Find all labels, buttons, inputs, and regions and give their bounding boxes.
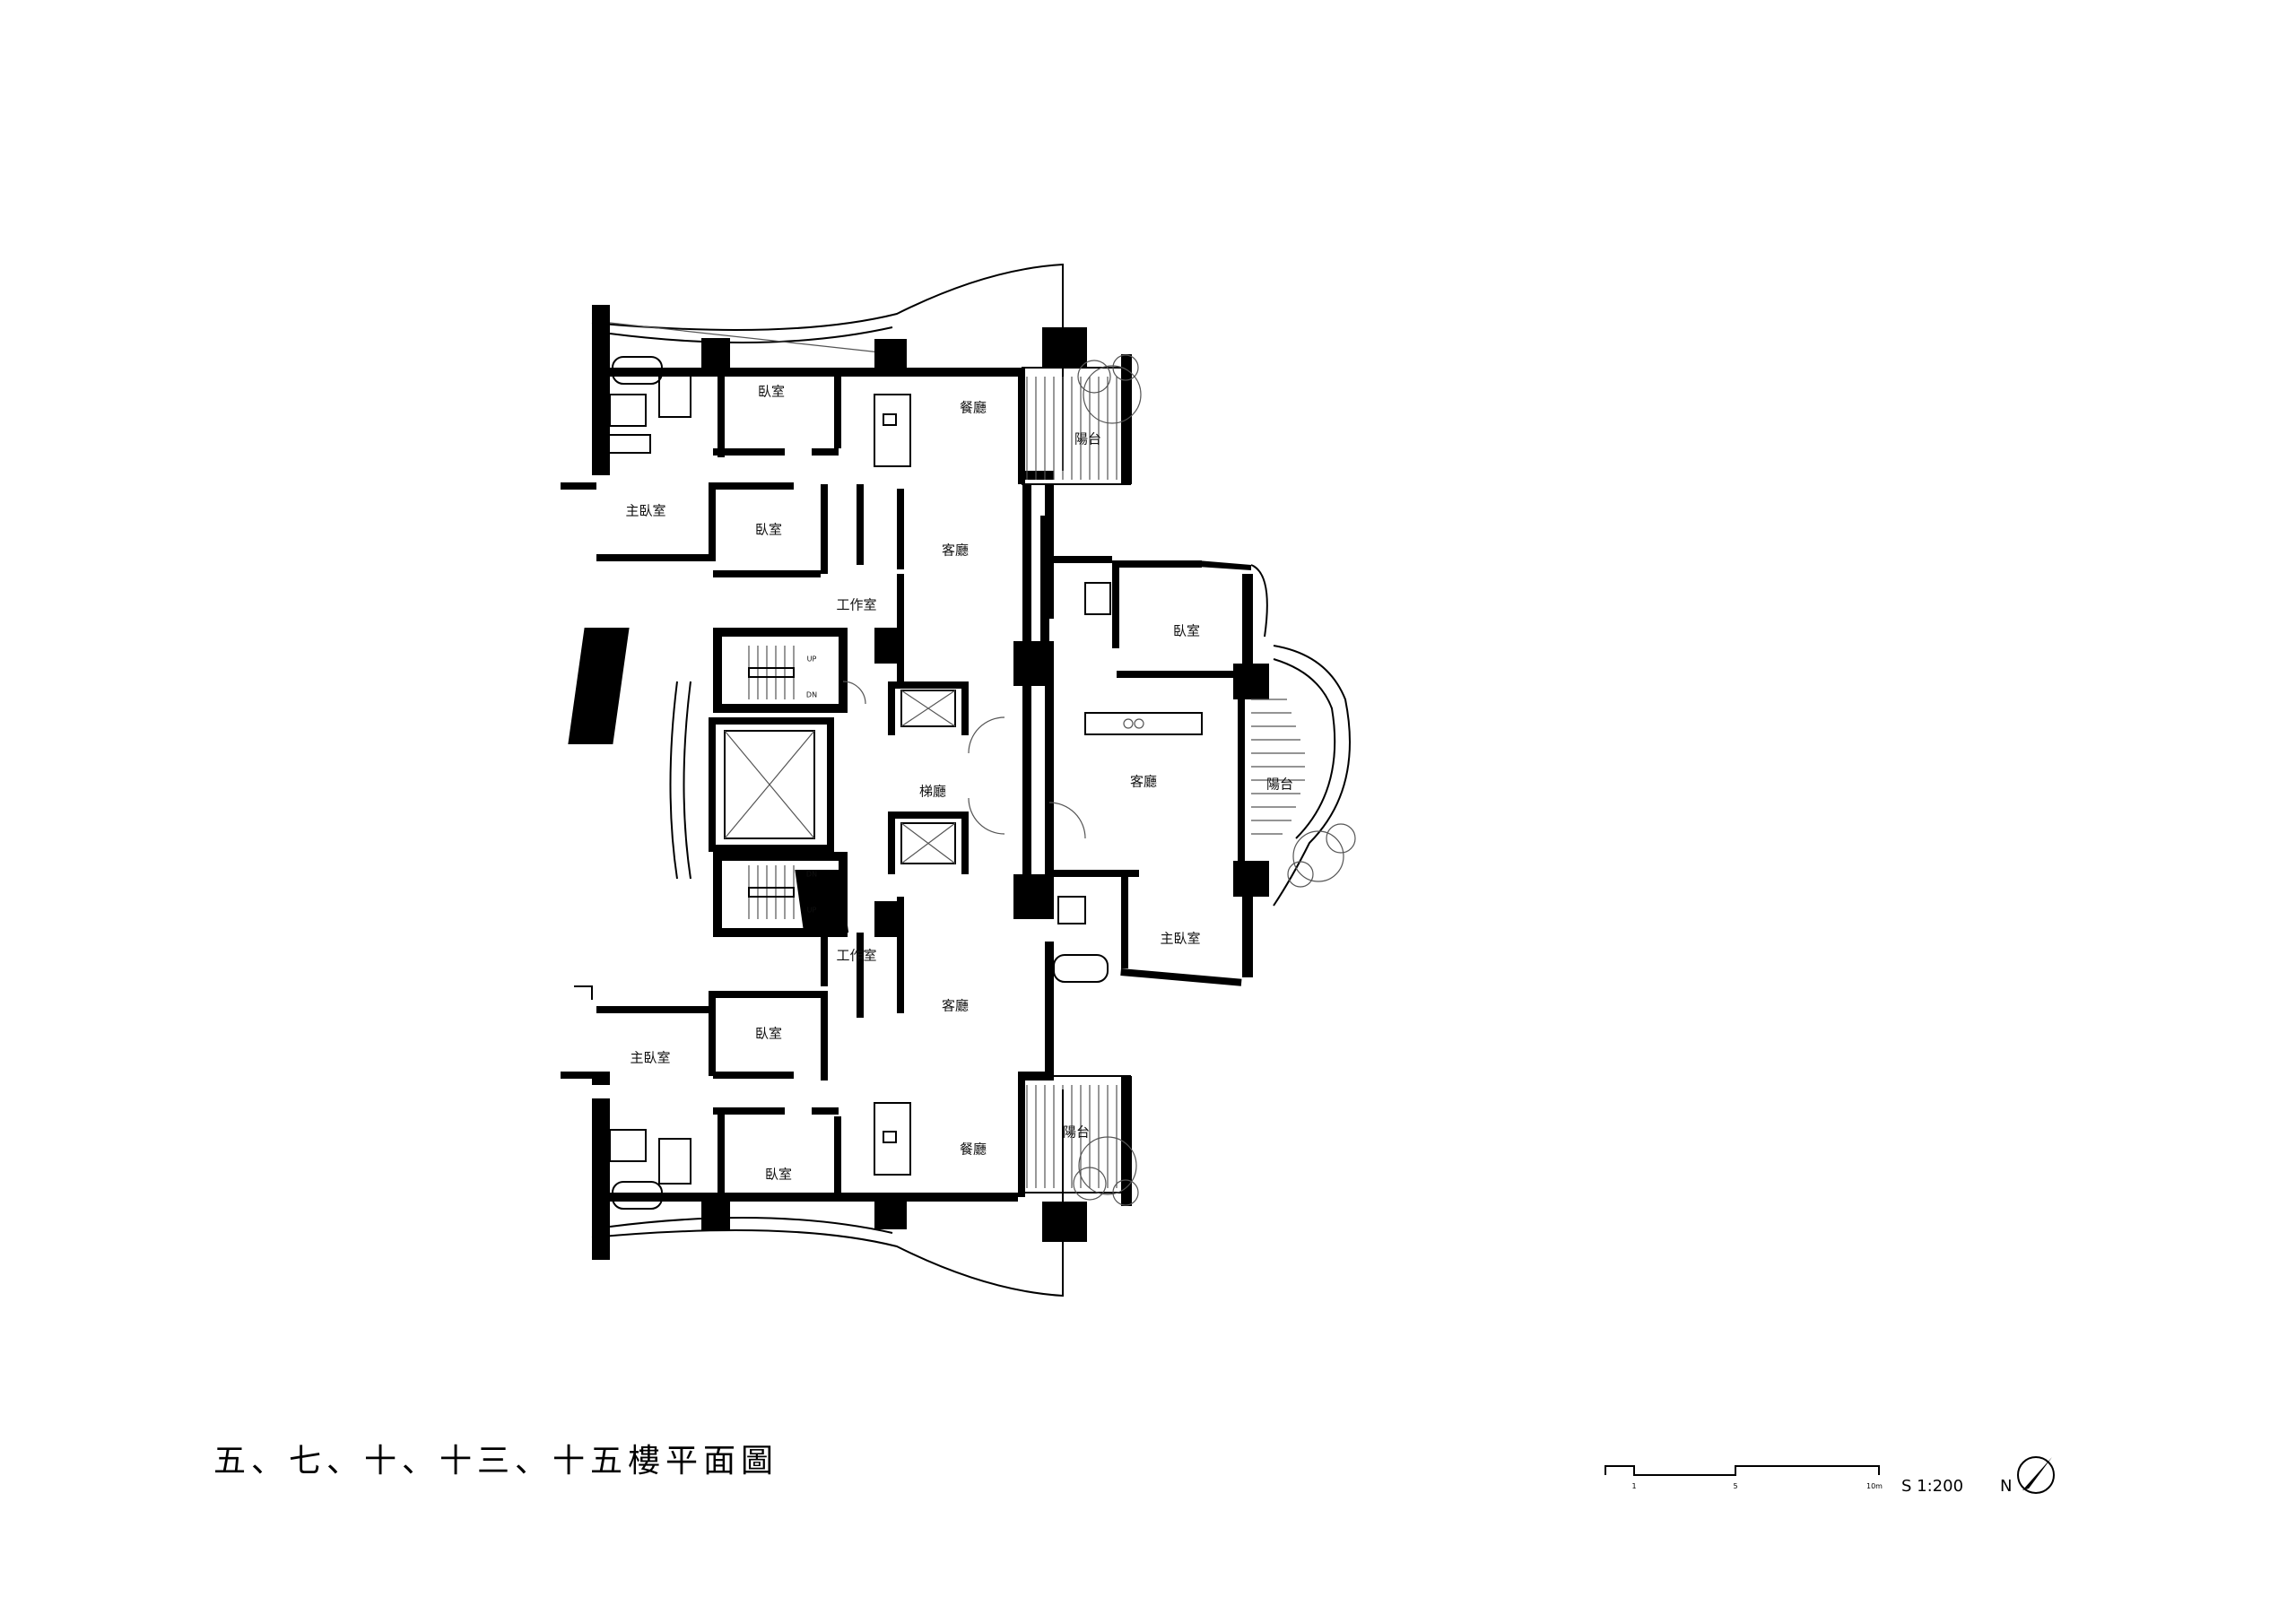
room-label-study-bottom: 工作室: [836, 948, 876, 964]
room-label-living-top: 客廳: [942, 542, 969, 559]
stair-down-top: DN: [806, 691, 817, 699]
room-label-balcony-right: 陽台: [1266, 777, 1293, 793]
scale-ratio: S 1:200: [1901, 1477, 1963, 1496]
drawing-title: 五、七、十、十三、十五樓平面圖: [213, 1443, 779, 1480]
center-walls: [874, 484, 1054, 1013]
stair-down-bottom: DN: [806, 871, 817, 879]
scale-mark-1: 1: [1631, 1482, 1636, 1490]
room-label-living-right: 客廳: [1130, 774, 1157, 790]
unit-right: [1040, 516, 1356, 986]
room-label-master-bottom: 主臥室: [630, 1050, 670, 1066]
scale-bar: 1 5 10m S 1:200: [1605, 1465, 1963, 1496]
north-label: N: [2000, 1477, 2012, 1496]
core: [568, 628, 1005, 937]
room-label-bedroom-top-2: 臥室: [755, 522, 782, 538]
room-label-master-right: 主臥室: [1160, 931, 1200, 947]
room-label-lobby: 梯廳: [919, 784, 946, 800]
room-label-bedroom-right: 臥室: [1173, 623, 1200, 639]
room-label-bedroom-top: 臥室: [758, 384, 785, 400]
stair-up-top: UP: [807, 655, 817, 664]
stair-up-bottom: UP: [807, 907, 817, 915]
scale-mark-5: 5: [1733, 1482, 1737, 1490]
room-label-living-bottom: 客廳: [942, 998, 969, 1014]
room-label-balcony-top: 陽台: [1074, 431, 1101, 447]
room-label-balcony-bottom: 陽台: [1063, 1124, 1090, 1141]
room-label-bedroom-bottom: 臥室: [765, 1167, 792, 1183]
room-label-dining-top: 餐廳: [960, 400, 987, 416]
room-label-bedroom-bottom-2: 臥室: [755, 1026, 782, 1042]
room-label-dining-bottom: 餐廳: [960, 1141, 987, 1158]
unit-top-left: [561, 263, 1142, 619]
room-label-master-top: 主臥室: [625, 503, 665, 519]
scale-mark-10m: 10m: [1866, 1482, 1883, 1490]
room-label-study-top: 工作室: [836, 597, 876, 613]
north-arrow-icon: N: [2000, 1456, 2055, 1496]
unit-bottom-left: [561, 933, 1139, 1298]
